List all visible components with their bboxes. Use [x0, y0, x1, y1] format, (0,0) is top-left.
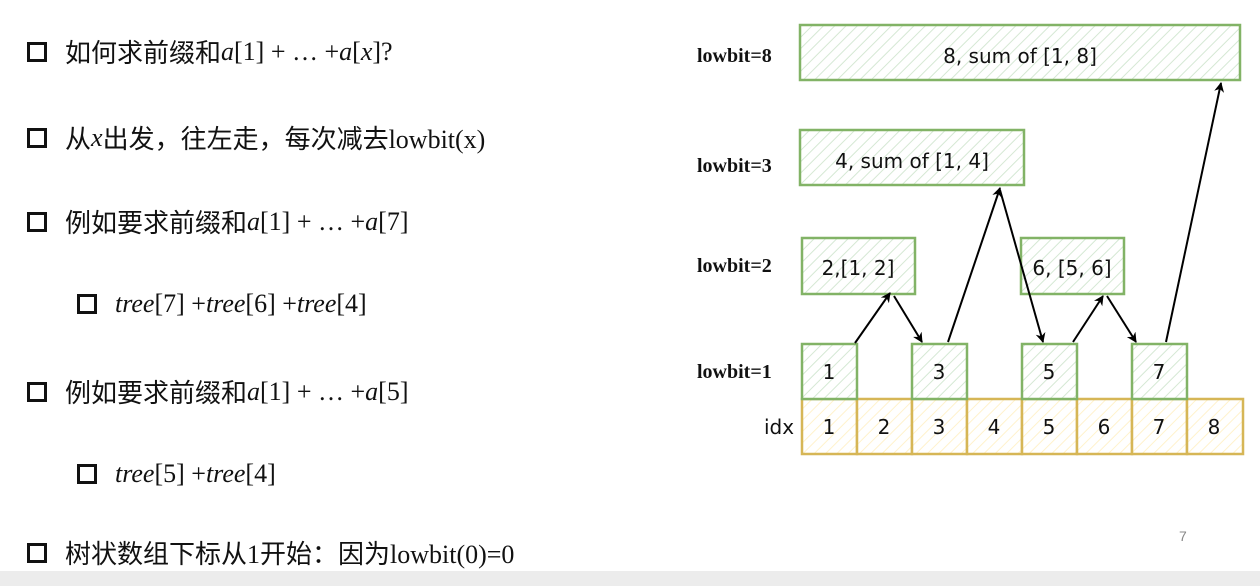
text: [4] — [336, 289, 367, 318]
node-7 — [1130, 342, 1189, 401]
arrow — [893, 295, 923, 343]
bullet-3-sub: tree[7] + tree[6] + tree[4] — [77, 289, 367, 319]
idx-label: idx — [764, 415, 794, 439]
text: [1] + … + — [260, 376, 366, 406]
text: a — [247, 376, 261, 406]
node-8-label: 8, sum of [1, 8] — [943, 44, 1097, 68]
text: a — [365, 376, 379, 406]
idx-cell — [1075, 397, 1134, 456]
label-lowbit-1: lowbit=1 — [697, 361, 772, 383]
idx-value: 2 — [878, 415, 891, 439]
text: 树状数组下标从1开始：因为lowbit(0)=0 — [65, 540, 515, 569]
node-6-label: 6, [5, 6] — [1032, 256, 1111, 280]
node-8 — [798, 23, 1242, 82]
text: tree — [205, 459, 246, 488]
text: 例如要求前缀和 — [65, 379, 248, 408]
checkbox-square-icon — [27, 542, 47, 563]
idx-row — [800, 397, 1245, 456]
checkbox-square-icon — [77, 294, 97, 314]
text: a — [365, 206, 379, 236]
node-7-label: 7 — [1153, 360, 1166, 384]
text: [5] — [378, 376, 409, 406]
checkbox-square-icon — [27, 41, 47, 62]
idx-value: 8 — [1208, 415, 1221, 439]
text: 从 — [65, 125, 92, 154]
node-4 — [798, 128, 1026, 187]
text: [6] + — [245, 289, 297, 318]
arrow — [1072, 295, 1104, 343]
text: [4] — [245, 459, 276, 488]
text: 如何求前缀和 — [65, 39, 222, 68]
label-lowbit-3: lowbit=3 — [697, 155, 772, 177]
page-number: 7 — [1179, 528, 1187, 544]
node-2-label: 2,[1, 2] — [822, 256, 895, 280]
text: [ — [352, 36, 361, 66]
node-5-label: 5 — [1043, 360, 1056, 384]
node-3-label: 3 — [933, 360, 946, 384]
footer-bar — [0, 571, 1260, 586]
bullet-5: 树状数组下标从1开始：因为lowbit(0)=0 — [27, 534, 514, 571]
checkbox-square-icon — [27, 127, 47, 148]
text: tree — [296, 289, 337, 318]
text: ]? — [372, 36, 393, 66]
arrow — [854, 292, 891, 344]
label-lowbit-2: lowbit=2 — [697, 255, 772, 277]
node-3 — [910, 342, 969, 401]
checkbox-square-icon — [27, 211, 47, 232]
text: 出发，往左走，每次减去lowbit(x) — [102, 125, 486, 154]
idx-value: 7 — [1153, 415, 1166, 439]
node-2 — [800, 236, 917, 296]
idx-value: 3 — [933, 415, 946, 439]
node-1-label: 1 — [823, 360, 836, 384]
text: [7] — [378, 206, 409, 236]
bullet-4-sub: tree[5] + tree[4] — [77, 459, 276, 489]
text: 例如要求前缀和 — [65, 209, 248, 238]
idx-value: 4 — [988, 415, 1001, 439]
text: a — [221, 36, 235, 66]
node-1 — [800, 342, 859, 401]
text: tree — [115, 289, 155, 318]
checkbox-square-icon — [77, 464, 97, 484]
text: [5] + — [154, 459, 206, 488]
arrow — [1106, 295, 1137, 343]
idx-value: 1 — [823, 415, 836, 439]
node-4-label: 4, sum of [1, 4] — [835, 149, 989, 173]
arrow — [947, 187, 1002, 343]
arrow — [999, 189, 1046, 343]
text: tree — [115, 459, 155, 488]
label-lowbit-8: lowbit=8 — [697, 45, 772, 67]
idx-value: 6 — [1098, 415, 1111, 439]
text: x — [91, 122, 103, 152]
idx-cell — [855, 397, 914, 456]
text: [1] + … + — [260, 206, 366, 236]
text: tree — [205, 289, 246, 318]
text: [7] + — [154, 289, 206, 318]
idx-cell — [1185, 397, 1245, 456]
text: a — [339, 36, 353, 66]
checkbox-square-icon — [27, 381, 47, 402]
text: [1] + … + — [234, 36, 340, 66]
arrow — [1165, 82, 1225, 343]
node-5 — [1020, 342, 1079, 401]
idx-value: 5 — [1043, 415, 1056, 439]
text: x — [360, 36, 373, 66]
text: a — [247, 206, 261, 236]
